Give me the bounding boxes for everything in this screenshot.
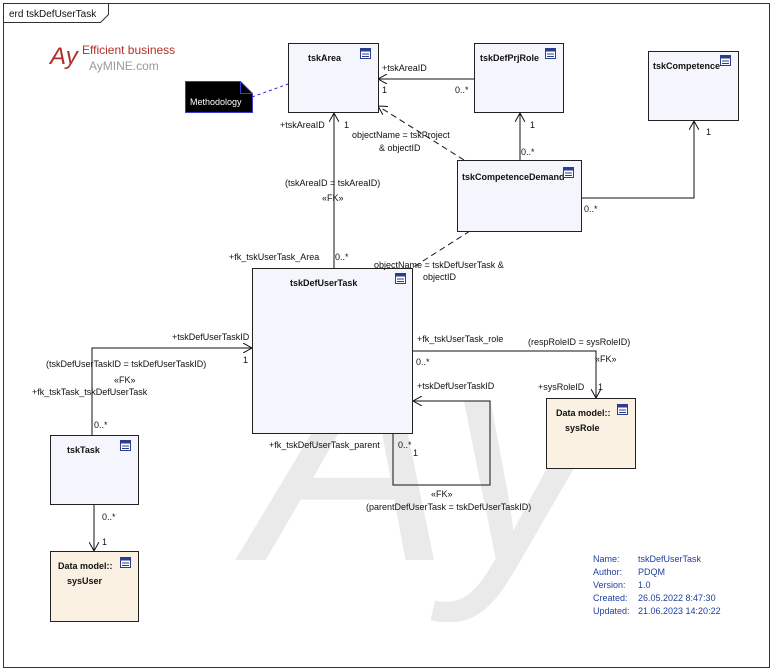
label-obj-usertask-1: objectName = tskDefUserTask &: [374, 260, 504, 270]
meta-name-key: Name:: [593, 554, 620, 564]
logo-tagline: Efficient business: [82, 43, 175, 57]
entity-tskCompetenceDemand[interactable]: tskCompetenceDemand: [457, 160, 582, 232]
note-methodology[interactable]: Methodology: [185, 81, 253, 113]
label-fk-task: +fk_tskTask_tskDefUserTask: [32, 387, 148, 397]
label-fk-area-mult: 0..*: [335, 252, 349, 262]
label-task-role: +tskDefUserTaskID: [172, 332, 250, 342]
label-self-mult-many: 0..*: [398, 440, 412, 450]
label-area-role-mult-many: 0..*: [455, 85, 469, 95]
entity-sysUser[interactable]: Data model:: sysUser: [50, 551, 139, 622]
entity-title-line2: sysRole: [565, 423, 600, 433]
entity-tskDefPrjRole[interactable]: tskDefPrjRole: [474, 43, 564, 113]
entity-sysRole[interactable]: Data model:: sysRole: [546, 398, 636, 469]
label-obj-project-2: & objectID: [379, 143, 421, 153]
connector-labels: +tskAreaID 1 0..* +tskAreaID 1 objectNam…: [32, 63, 711, 547]
meta-version-key: Version:: [593, 580, 626, 590]
label-competence-mult-many: 0..*: [584, 204, 598, 214]
diagram-frame: erd tskDefUserTask: [3, 3, 770, 668]
meta-updated-value: 21.06.2023 14:20:22: [638, 606, 721, 616]
connector-usertask-demand[interactable]: [411, 230, 471, 269]
label-self-mult-1: 1: [413, 448, 418, 458]
label-role-fk-mult: 0..*: [416, 357, 430, 367]
label-competence-mult-1: 1: [706, 127, 711, 137]
connector-usertask-self[interactable]: [392, 401, 491, 486]
label-obj-usertask-2: objectID: [423, 272, 457, 282]
label-task-fk: «FK»: [114, 375, 136, 385]
entity-tskArea[interactable]: tskArea: [288, 43, 379, 113]
table-icon: [545, 48, 556, 59]
label-sysrole-mult: 1: [598, 382, 603, 392]
meta-name-value: tskDefUserTask: [638, 554, 702, 564]
label-area-fk-mult-1: 1: [344, 120, 349, 130]
label-prjrole-mult-many: 0..*: [521, 147, 535, 157]
entity-title-line1: Data model::: [58, 561, 113, 571]
label-role-cond: (respRoleID = sysRoleID): [528, 337, 630, 347]
diagram-metadata: Name: tskDefUserTask Author: PDQM Versio…: [593, 554, 721, 616]
connectors: [92, 79, 694, 551]
meta-version-value: 1.0: [638, 580, 651, 590]
label-area-role-id: +tskAreaID: [382, 63, 427, 73]
logo: Ay Efficient business AyMINE.com: [48, 43, 175, 73]
label-task-mult-1: 1: [243, 355, 248, 365]
label-fk-area: +fk_tskUserTask_Area: [229, 252, 319, 262]
table-icon: [120, 440, 131, 451]
label-self-fk-role: +fk_tskDefUserTask_parent: [269, 440, 380, 450]
label-obj-project-1: objectName = tskProject: [352, 130, 450, 140]
entity-tskCompetence[interactable]: tskCompetence: [648, 51, 739, 121]
entity-title: tskCompetence: [653, 61, 720, 71]
label-task-cond: (tskDefUserTaskID = tskDefUserTaskID): [46, 359, 206, 369]
table-icon: [563, 167, 574, 178]
label-role-fk-role: +fk_tskUserTask_role: [417, 334, 503, 344]
label-area-cond: (tskAreaID = tskAreaID): [285, 178, 380, 188]
entity-tskDefUserTask[interactable]: tskDefUserTask: [252, 268, 413, 434]
table-icon: [617, 404, 628, 415]
label-sysrole-role: +sysRoleID: [538, 382, 585, 392]
label-prjrole-mult-1: 1: [530, 120, 535, 130]
logo-mark: Ay: [48, 43, 80, 70]
label-self-cond: (parentDefUserTask = tskDefUserTaskID): [366, 502, 531, 512]
entity-title: tskDefPrjRole: [480, 53, 539, 63]
label-area-role-mult-1: 1: [382, 85, 387, 95]
connector-task-usertask[interactable]: [91, 348, 252, 435]
logo-site: AyMINE.com: [89, 59, 159, 73]
meta-updated-key: Updated:: [593, 606, 630, 616]
connector-demand-area[interactable]: [378, 106, 465, 161]
table-icon: [395, 273, 406, 284]
label-self-role: +tskDefUserTaskID: [417, 381, 495, 391]
table-icon: [360, 48, 371, 59]
meta-created-value: 26.05.2022 8:47:30: [638, 593, 716, 603]
connector-note-area: [251, 83, 289, 98]
label-user-mult-1: 1: [102, 537, 107, 547]
meta-author-value: PDQM: [638, 567, 665, 577]
entity-title: tskArea: [308, 53, 342, 63]
table-icon: [720, 55, 731, 66]
label-role-fk: «FK»: [595, 354, 617, 364]
entity-title: tskCompetenceDemand: [462, 172, 565, 182]
entity-title: tskDefUserTask: [290, 278, 358, 288]
label-self-fk: «FK»: [431, 489, 453, 499]
note-label: Methodology: [190, 97, 242, 107]
entity-title-line2: sysUser: [67, 576, 103, 586]
entity-title-line1: Data model::: [556, 408, 611, 418]
meta-author-key: Author:: [593, 567, 622, 577]
entity-title: tskTask: [67, 445, 101, 455]
label-user-mult-many: 0..*: [102, 512, 116, 522]
table-icon: [120, 557, 131, 568]
label-area-fk: «FK»: [322, 193, 344, 203]
connector-usertask-sysrole[interactable]: [413, 350, 596, 398]
connector-demand-competence[interactable]: [581, 121, 694, 199]
label-area-fk-role: +tskAreaID: [280, 120, 325, 130]
entity-tskTask[interactable]: tskTask: [50, 435, 139, 505]
frame-title: erd tskDefUserTask: [9, 9, 97, 20]
meta-created-key: Created:: [593, 593, 628, 603]
label-fk-task-mult: 0..*: [94, 420, 108, 430]
